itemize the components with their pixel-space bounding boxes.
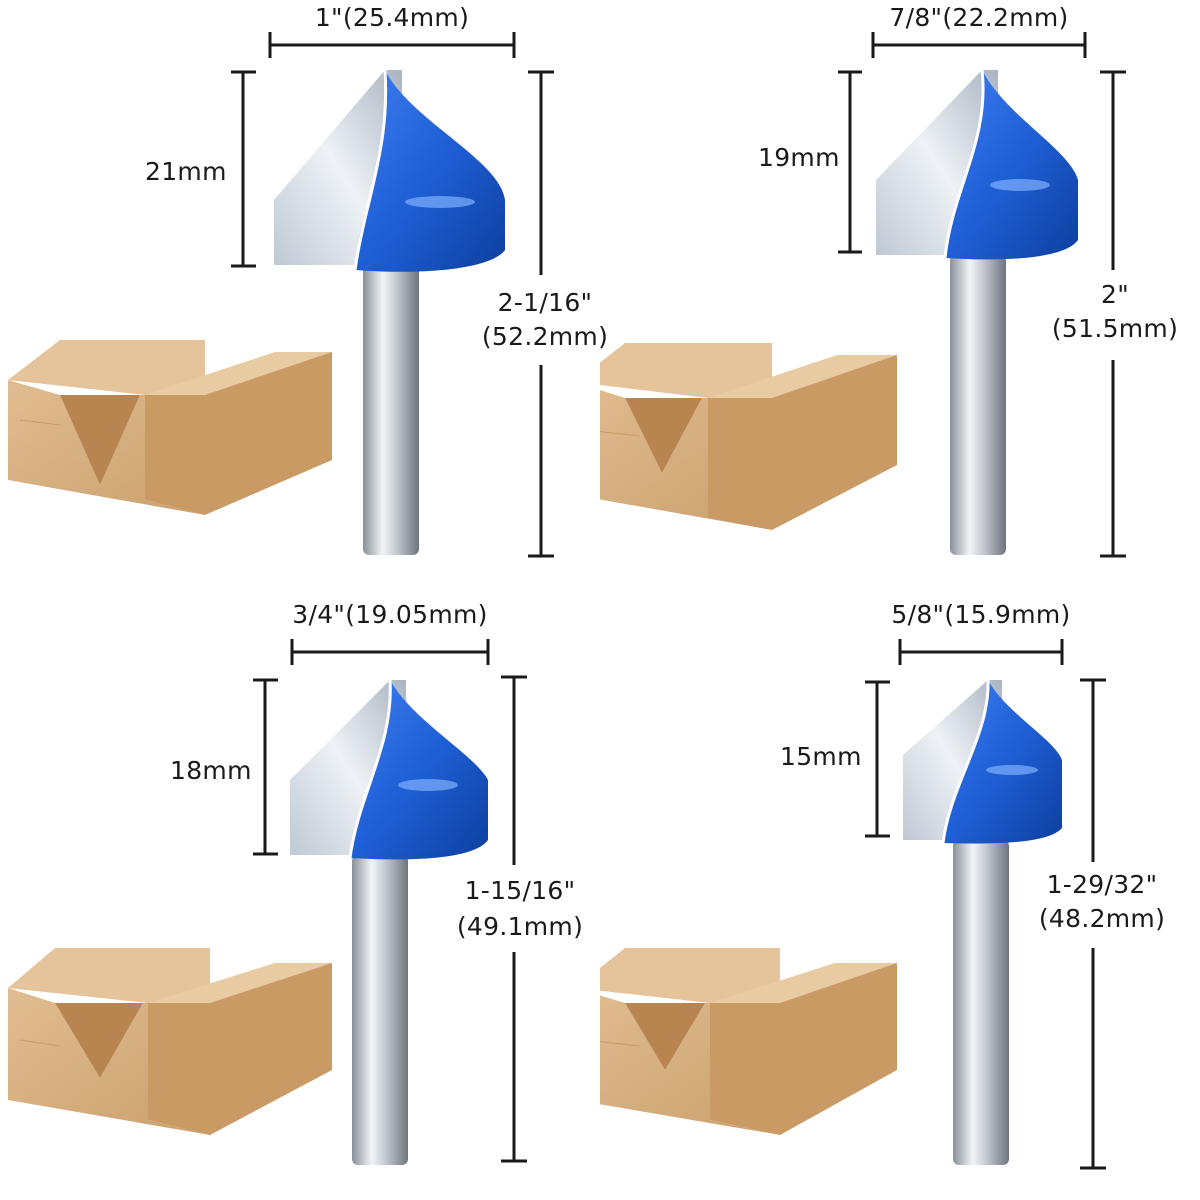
bit-2-illustration — [600, 32, 1126, 558]
bit-1-length-label-line2: (52.2mm) — [481, 322, 609, 351]
cutter-head-3 — [290, 679, 488, 860]
bit-3-length-label-line2: (49.1mm) — [456, 912, 584, 941]
bit-4-illustration — [600, 639, 1106, 1170]
bit-3-cut-height-label: 18mm — [170, 756, 252, 785]
bit-2-length-label-line2: (51.5mm) — [1051, 314, 1179, 343]
wood-block-3 — [8, 948, 332, 1135]
wood-block-1 — [8, 340, 332, 515]
bit-panel-4: 5/8"(15.9mm) 15mm 1-29/32" (48.2mm) — [600, 600, 1200, 1200]
cutter-head-1 — [274, 69, 505, 272]
bit-4-length-label-line1: 1-29/32" — [1046, 870, 1158, 899]
bit-panel-3: 3/4"(19.05mm) 18mm 1-15/16" (49.1mm) — [0, 600, 600, 1200]
bit-2-width-label: 7/8"(22.2mm) — [889, 3, 1069, 32]
shank-3 — [352, 855, 408, 1165]
dimension-lines-4 — [865, 639, 1106, 1170]
shank-4 — [953, 840, 1009, 1165]
wood-block-4 — [600, 948, 897, 1135]
cutter-head-2 — [876, 69, 1078, 260]
bit-3-illustration — [8, 639, 527, 1165]
cutter-head-4 — [903, 679, 1062, 844]
bit-1-cut-height-label: 21mm — [145, 157, 227, 186]
bit-2-length-label-line1: 2" — [1100, 280, 1129, 309]
bit-1-width-label: 1"(25.4mm) — [314, 3, 470, 32]
bit-panel-1: 1"(25.4mm) 21mm 2-1/16" (52.2mm) — [0, 0, 608, 600]
wood-block-2 — [600, 343, 897, 530]
shank-2 — [950, 255, 1006, 555]
bit-4-cut-height-label: 15mm — [780, 742, 862, 771]
bit-3-length-label-line1: 1-15/16" — [464, 876, 576, 905]
bit-3-width-label: 3/4"(19.05mm) — [292, 600, 488, 629]
bit-panel-2: 7/8"(22.2mm) 19mm 2" (51.5mm) — [600, 0, 1200, 600]
dimension-lines-1 — [231, 32, 554, 558]
dimension-lines-3 — [253, 639, 527, 1163]
bit-1-length-label-line1: 2-1/16" — [497, 288, 593, 317]
bit-2-cut-height-label: 19mm — [758, 143, 840, 172]
bit-4-length-label-line2: (48.2mm) — [1038, 904, 1166, 933]
bit-4-width-label: 5/8"(15.9mm) — [891, 600, 1071, 629]
shank-1 — [363, 265, 419, 555]
bit-1-illustration — [8, 32, 554, 558]
dimension-lines-2 — [838, 32, 1126, 558]
